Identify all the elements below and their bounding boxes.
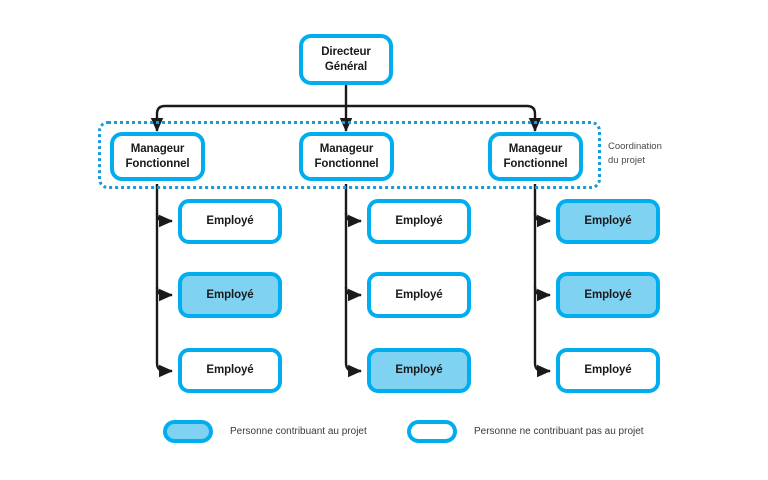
node-employee-c1-r1[interactable]: Employé [178, 199, 282, 244]
edge-manager-1-to-employee-1 [155, 212, 173, 228]
node-employee-c3-r3[interactable]: Employé [556, 348, 660, 393]
edge-manager-2-to-employee-1 [344, 212, 362, 228]
coordination-zone [98, 121, 601, 189]
node-manageur-fonctionnel-3[interactable]: Manageur Fonctionnel [488, 132, 583, 181]
node-employee-c2-r1[interactable]: Employé [367, 199, 471, 244]
node-label: Manageur Fonctionnel [503, 143, 568, 170]
legend-item-not-contributing: Personne ne contribuant pas au projet [407, 420, 644, 443]
node-label: Employé [584, 364, 632, 377]
edge-manager-1-to-employee-2 [155, 286, 173, 302]
node-label: Employé [206, 364, 254, 377]
node-employee-c3-r2[interactable]: Employé [556, 272, 660, 318]
legend-item-contributing: Personne contribuant au projet [163, 420, 367, 443]
coordination-note-label: Coordination du projet [608, 141, 662, 166]
legend-swatch-empty-icon [407, 420, 457, 443]
edge-manager-3-trunk [533, 184, 551, 378]
node-label: Employé [395, 364, 443, 377]
legend-swatch-filled-icon [163, 420, 213, 443]
node-employee-c1-r3[interactable]: Employé [178, 348, 282, 393]
node-employee-c2-r3[interactable]: Employé [367, 348, 471, 393]
node-label: Employé [584, 215, 632, 228]
node-label: Manageur Fonctionnel [314, 143, 379, 170]
node-manageur-fonctionnel-2[interactable]: Manageur Fonctionnel [299, 132, 394, 181]
edge-manager-3-to-employee-2 [533, 286, 551, 302]
edge-manager-3-to-employee-1 [533, 212, 551, 228]
node-label: Employé [584, 288, 632, 301]
node-label: Employé [206, 215, 254, 228]
node-label: Directeur Général [321, 46, 371, 73]
node-employee-c3-r1[interactable]: Employé [556, 199, 660, 244]
edge-manager-2-to-employee-2 [344, 286, 362, 302]
edge-manager-1-trunk [155, 184, 173, 378]
node-directeur-general[interactable]: Directeur Général [299, 34, 393, 85]
node-manageur-fonctionnel-1[interactable]: Manageur Fonctionnel [110, 132, 205, 181]
node-employee-c2-r2[interactable]: Employé [367, 272, 471, 318]
legend-label: Personne contribuant au projet [230, 426, 367, 437]
node-label: Manageur Fonctionnel [125, 143, 190, 170]
node-label: Employé [206, 288, 254, 301]
edge-manager-2-trunk [344, 184, 362, 378]
node-label: Employé [395, 288, 443, 301]
node-employee-c1-r2[interactable]: Employé [178, 272, 282, 318]
legend-label: Personne ne contribuant pas au projet [474, 426, 644, 437]
node-label: Employé [395, 215, 443, 228]
